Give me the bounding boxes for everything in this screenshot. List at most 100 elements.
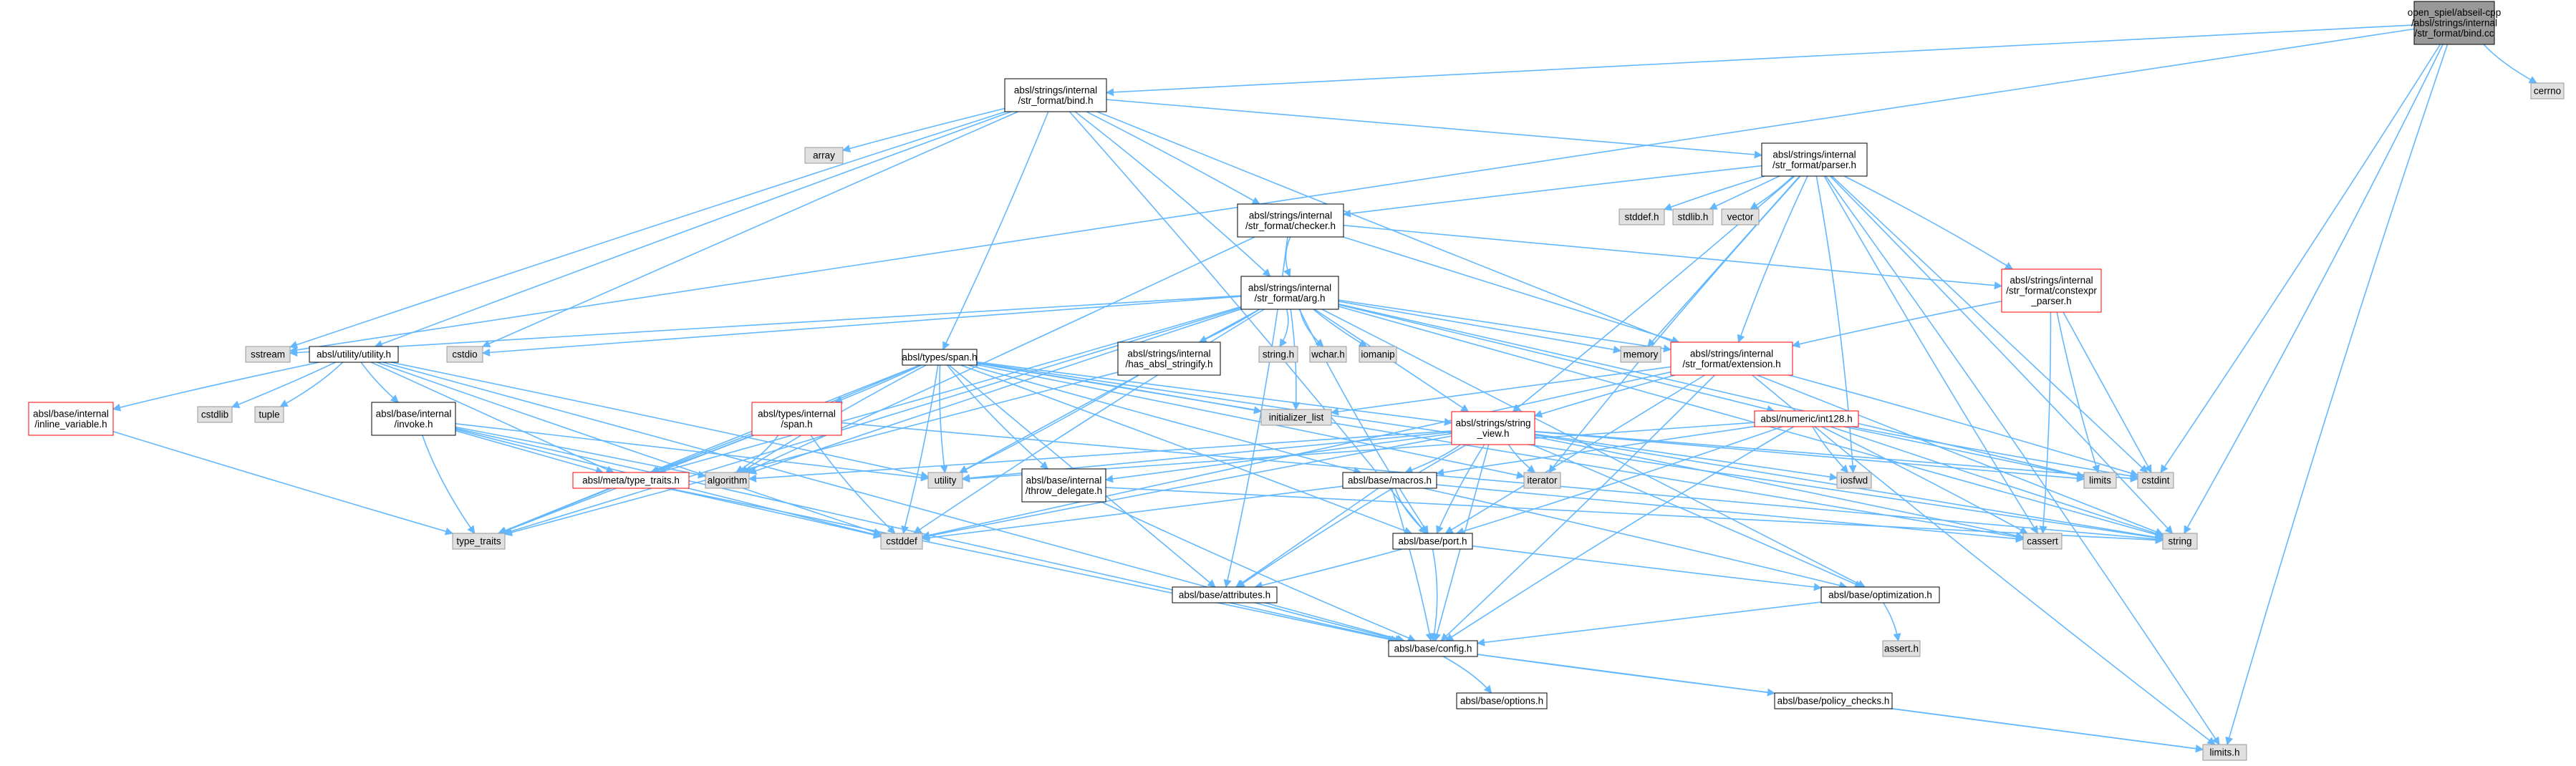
node-box: [1021, 468, 1106, 503]
edge-optimization_h-to-assert_h: [1883, 602, 1901, 642]
node-type-traits-h[interactable]: absl/meta/type_traits.h: [572, 472, 690, 489]
node-limits: limits: [2083, 472, 2117, 489]
node-label: cstddef: [886, 536, 917, 547]
edge-span_h-to-cassert: [976, 362, 2025, 541]
node-label: absl/utility/utility.h: [317, 349, 391, 360]
node-label: /throw_delegate.h: [1026, 485, 1102, 496]
node-stddef-h: stddef.h: [1619, 208, 1665, 226]
edge-string_view-to-macros_h: [1404, 444, 1461, 474]
node-label: /str_format/extension.h: [1682, 359, 1780, 369]
edge-arg_h-to-extension_h: [1338, 299, 1672, 353]
edge-bind_h-to-cstdio: [481, 111, 1018, 348]
edge-utility_h-to-tuple: [279, 362, 344, 407]
node-string-view[interactable]: absl/strings/string_view.h: [1451, 411, 1535, 445]
node-label: absl/base/internal: [376, 408, 452, 419]
edge-root-to-limits_h: [2225, 44, 2449, 746]
node-policy-checks[interactable]: absl/base/policy_checks.h: [1774, 692, 1893, 709]
edge-int128-to-config_h: [1444, 426, 1795, 641]
edge-int128-to-cstdint: [1851, 426, 2139, 480]
node-label: absl/meta/type_traits.h: [582, 475, 680, 486]
node-config-h[interactable]: absl/base/config.h: [1388, 640, 1478, 657]
node-attributes-h[interactable]: absl/base/attributes.h: [1172, 586, 1278, 603]
node-root[interactable]: open_spiel/abseil-cpp/absl/strings/inter…: [2408, 1, 2502, 45]
node-label: utility: [935, 475, 957, 486]
node-extension-h[interactable]: absl/strings/internal/str_format/extensi…: [1670, 341, 1793, 376]
node-label: wchar.h: [1311, 349, 1345, 360]
edge-type_traits_h-to-config_h: [668, 488, 1396, 644]
node-label: string.h: [1263, 349, 1294, 360]
node-arg-h[interactable]: absl/strings/internal/str_format/arg.h: [1240, 276, 1339, 310]
edge-macros_h-to-optimization_h: [1423, 488, 1848, 590]
edge-internal_span-to-type_traits_h: [651, 435, 753, 475]
node-label: /str_format/constexpr: [2006, 286, 2097, 296]
edge-attributes_h-to-config_h: [1255, 602, 1404, 644]
dependency-edges: [112, 24, 2537, 753]
node-box: [902, 349, 978, 366]
edge-internal_span-to-cstddef: [810, 435, 896, 534]
node-label: /span.h: [781, 419, 812, 430]
edge-internal_span-to-algorithm: [735, 435, 779, 473]
node-options-h[interactable]: absl/base/options.h: [1456, 692, 1548, 709]
edge-root-to-string: [2184, 44, 2444, 534]
node-box: [1836, 472, 1872, 489]
edge-parser_h-to-limits_h: [1825, 175, 2220, 745]
edge-macros_h-to-port_h: [1394, 488, 1428, 534]
node-box: [2001, 268, 2102, 313]
node-optimization-h[interactable]: absl/base/optimization.h: [1820, 586, 1940, 603]
node-label: absl/strings/internal: [1690, 348, 1773, 359]
node-box: [1761, 142, 1868, 177]
node-label: absl/numeric/int128.h: [1760, 414, 1852, 425]
edge-inline_var-to-type_traits: [112, 430, 454, 535]
edge-throw_delegate-to-config_h: [1101, 501, 1417, 642]
node-box: [245, 346, 291, 363]
node-init-list: initializer_list: [1260, 409, 1332, 426]
node-box: [1670, 341, 1793, 376]
node-label: cstdio: [452, 349, 477, 360]
node-box: [1260, 409, 1332, 426]
node-label: absl/base/internal: [1026, 475, 1102, 485]
node-int128[interactable]: absl/numeric/int128.h: [1754, 410, 1859, 427]
node-box: [1388, 640, 1478, 657]
node-box: [880, 533, 923, 550]
node-label: cstdint: [2141, 475, 2169, 486]
node-throw-delegate[interactable]: absl/base/internal/throw_delegate.h: [1021, 468, 1106, 503]
node-cstddef: cstddef: [880, 533, 923, 550]
node-box: [572, 472, 690, 489]
node-label: _view.h: [1476, 428, 1509, 439]
edge-int128-to-port_h: [1456, 426, 1783, 535]
node-parser-h[interactable]: absl/strings/internal/str_format/parser.…: [1761, 142, 1868, 177]
node-label: iterator: [1527, 475, 1558, 486]
node-span-h[interactable]: absl/types/span.h: [902, 349, 978, 366]
edge-span_h-to-macros_h: [968, 364, 1362, 475]
node-constexpr-parser[interactable]: absl/strings/internal/str_format/constex…: [2001, 268, 2102, 313]
node-port-h[interactable]: absl/base/port.h: [1392, 533, 1473, 550]
edge-utility_h-to-cstddef: [376, 362, 882, 536]
edge-arg_h-to-cstdio: [481, 296, 1242, 357]
node-inline-var[interactable]: absl/base/internal/inline_variable.h: [28, 402, 114, 436]
node-macros-h[interactable]: absl/base/macros.h: [1342, 472, 1437, 489]
node-label: absl/base/policy_checks.h: [1777, 696, 1890, 707]
edge-checker_h-to-arg_h: [1283, 236, 1291, 278]
node-has-absl[interactable]: absl/strings/internal/has_absl_stringify…: [1117, 341, 1221, 376]
node-invoke-h[interactable]: absl/base/internal/invoke.h: [371, 402, 456, 436]
node-box: [2083, 472, 2117, 489]
edge-arg_h-to-int128: [1338, 304, 1775, 414]
node-internal-span[interactable]: absl/types/internal/span.h: [751, 402, 842, 436]
node-checker-h[interactable]: absl/strings/internal/str_format/checker…: [1237, 203, 1344, 238]
node-utility-h[interactable]: absl/utility/utility.h: [309, 346, 399, 363]
node-label: iomanip: [1361, 349, 1394, 360]
node-label: /str_format/bind.h: [1018, 95, 1093, 106]
node-box: [1721, 208, 1760, 226]
edge-arg_h-to-type_traits_h: [657, 306, 1242, 475]
edge-parser_h-to-vector: [1750, 175, 1794, 210]
node-box: [2413, 1, 2495, 45]
edge-port_h-to-config_h: [1430, 548, 1439, 642]
edge-parser_h-to-stdlib_h: [1709, 175, 1780, 210]
edge-string_view-to-limits: [1534, 431, 2085, 483]
node-bind-h[interactable]: absl/strings/internal/str_format/bind.h: [1004, 78, 1107, 112]
node-box: [1882, 640, 1921, 657]
edge-bind_h-to-utility_h: [374, 111, 1012, 348]
edge-bind_h-to-arg_h: [1074, 111, 1271, 277]
node-label: absl/base/optimization.h: [1828, 590, 1932, 601]
